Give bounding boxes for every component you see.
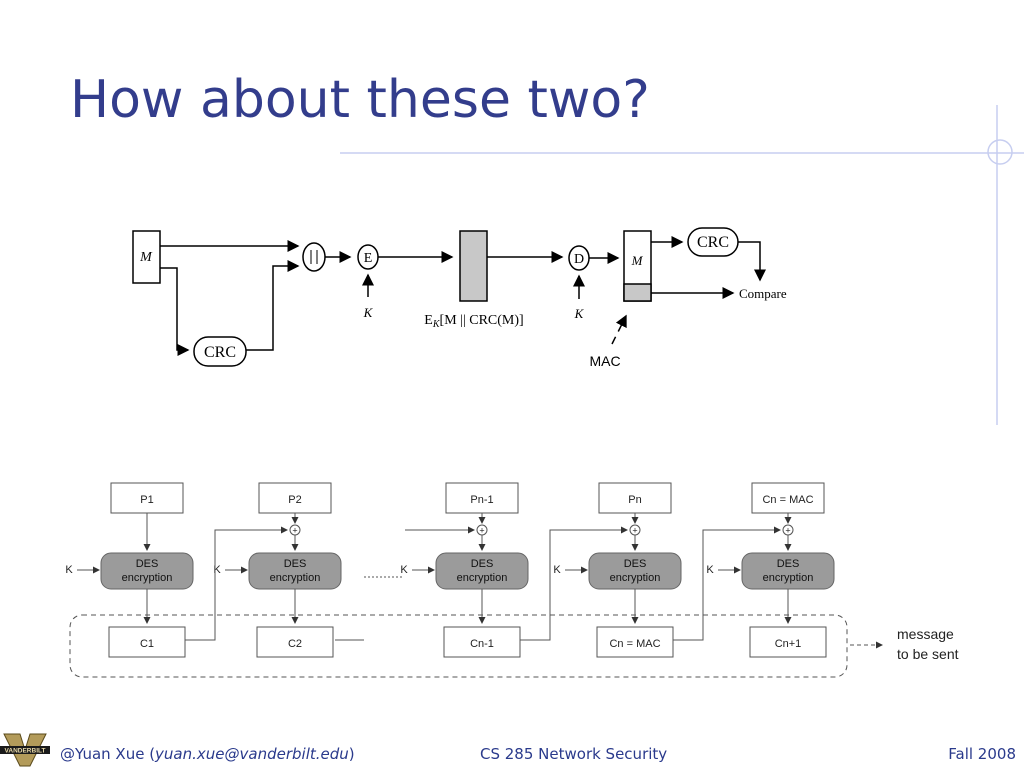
des-label-line2: encryption <box>610 572 661 584</box>
message-label-line2: to be sent <box>897 646 959 662</box>
plaintext-label: P2 <box>288 494 301 506</box>
footer-author: @Yuan Xue (yuan.xue@vanderbilt.edu) <box>60 745 355 763</box>
chain-link <box>520 526 628 641</box>
des-label-line2: encryption <box>270 572 321 584</box>
crc-label-right: CRC <box>697 234 729 251</box>
plaintext-label: P1 <box>140 494 153 506</box>
decrypt-label: D <box>574 252 584 267</box>
plaintext-box <box>445 482 519 514</box>
ciphertext-label: C2 <box>288 638 302 650</box>
key-label: K <box>553 564 561 576</box>
compare-label: Compare <box>739 286 787 301</box>
footer-term: Fall 2008 <box>948 745 1016 763</box>
des-label-line1: DES <box>624 558 647 570</box>
chain-link <box>673 526 781 641</box>
crc-label-bottom: CRC <box>204 344 236 361</box>
plaintext-label: Pn <box>628 494 641 506</box>
plaintext-box <box>598 482 672 514</box>
des-label-line2: encryption <box>122 572 173 584</box>
ciphertext-box <box>108 626 186 658</box>
key-label-left: K <box>363 305 374 320</box>
key-label: K <box>213 564 221 576</box>
xor-symbol: + <box>785 526 790 536</box>
des-label-line1: DES <box>471 558 494 570</box>
vanderbilt-logo: VANDERBILT <box>0 733 50 767</box>
ciphertext-label: C1 <box>140 638 154 650</box>
plaintext-label: Cn = MAC <box>762 494 813 506</box>
ciphertext-label: Cn = MAC <box>609 638 660 650</box>
message-label-line1: message <box>897 626 954 642</box>
des-label-line2: encryption <box>457 572 508 584</box>
des-label-line1: DES <box>136 558 159 570</box>
ciphertext-box <box>596 626 674 658</box>
footer-course: CS 285 Network Security <box>480 745 668 763</box>
plaintext-box <box>751 482 825 514</box>
ciphertext-label: Cn-1 <box>470 638 494 650</box>
footer: @Yuan Xue (yuan.xue@vanderbilt.edu) CS 2… <box>0 735 1024 768</box>
m-label-left: M <box>139 250 153 265</box>
ciphertext-box <box>459 230 488 302</box>
slide-title: How about these two? <box>70 70 650 130</box>
encryption-crc-diagram: M CRC E K EK[M || CRC(M)] D K M CRC Comp… <box>132 227 787 369</box>
xor-symbol: + <box>632 526 637 536</box>
xor-symbol: + <box>292 526 297 536</box>
key-label: K <box>400 564 408 576</box>
encrypt-label: E <box>364 251 373 266</box>
key-label-right: K <box>574 306 585 321</box>
des-label-line1: DES <box>284 558 307 570</box>
crc-box-bottom <box>193 336 247 367</box>
logo-text: VANDERBILT <box>5 748 46 755</box>
des-label-line2: encryption <box>763 572 814 584</box>
plaintext-box <box>110 482 184 514</box>
xor-symbol: + <box>479 526 484 536</box>
footer-email[interactable]: yuan.xue@vanderbilt.edu <box>155 745 349 763</box>
ciphertext-box <box>256 626 334 658</box>
des-label-line1: DES <box>777 558 800 570</box>
ciphertext-box <box>443 626 521 658</box>
key-label: K <box>65 564 73 576</box>
ciphertext-box <box>749 626 827 658</box>
chain-link <box>185 526 288 641</box>
mac-label: MAC <box>589 353 620 369</box>
message-box-left <box>132 230 161 284</box>
m-label-right: M <box>631 253 644 268</box>
plaintext-label: Pn-1 <box>470 494 493 506</box>
ciphertext-label: EK[M || CRC(M)] <box>424 313 523 330</box>
ciphertext-label: Cn+1 <box>775 638 802 650</box>
key-label: K <box>706 564 714 576</box>
